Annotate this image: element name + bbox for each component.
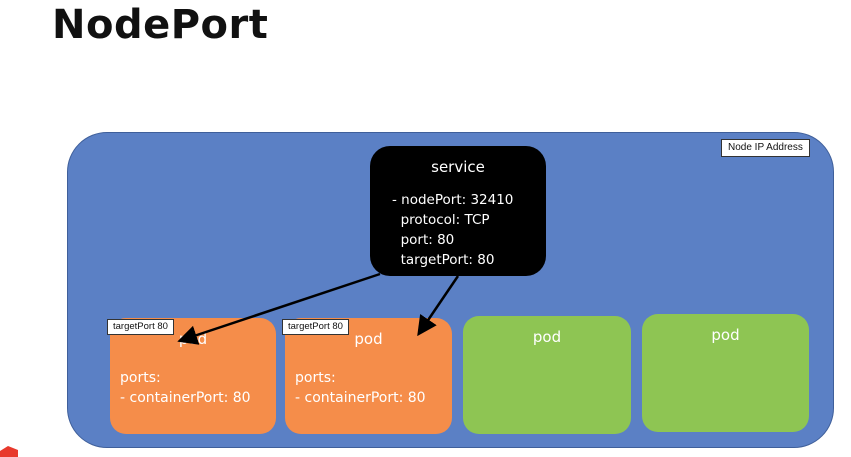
pod-1: pod ports: - containerPort: 80 <box>110 318 276 434</box>
corner-logo-icon <box>0 446 18 457</box>
pod-2-ports: ports: - containerPort: 80 <box>295 368 426 408</box>
pod-1-ports-label: ports: <box>120 370 161 386</box>
pod-4-title: pod <box>711 326 740 344</box>
pod-2-target-port-label: targetPort 80 <box>282 319 349 335</box>
service-box: service - nodePort: 32410 protocol: TCP … <box>370 146 546 276</box>
service-title: service <box>431 158 485 176</box>
pod-2-ports-label: ports: <box>295 370 336 386</box>
pod-2: pod ports: - containerPort: 80 <box>285 318 452 434</box>
pod-3: pod <box>463 316 631 434</box>
service-port: port: 80 <box>392 232 455 248</box>
pod-4: pod <box>642 314 809 432</box>
service-spec: - nodePort: 32410 protocol: TCP port: 80… <box>392 190 513 270</box>
service-node-port: - nodePort: 32410 <box>392 192 514 208</box>
node-ip-label: Node IP Address <box>721 139 810 157</box>
pod-1-ports: ports: - containerPort: 80 <box>120 368 251 408</box>
pod-1-target-port-label: targetPort 80 <box>107 319 174 335</box>
slide-title: NodePort <box>52 2 269 48</box>
pod-1-container-port: - containerPort: 80 <box>120 390 251 406</box>
service-target-port: targetPort: 80 <box>392 252 495 268</box>
pod-2-container-port: - containerPort: 80 <box>295 390 426 406</box>
pod-3-title: pod <box>532 328 562 346</box>
service-protocol: protocol: TCP <box>392 212 490 228</box>
